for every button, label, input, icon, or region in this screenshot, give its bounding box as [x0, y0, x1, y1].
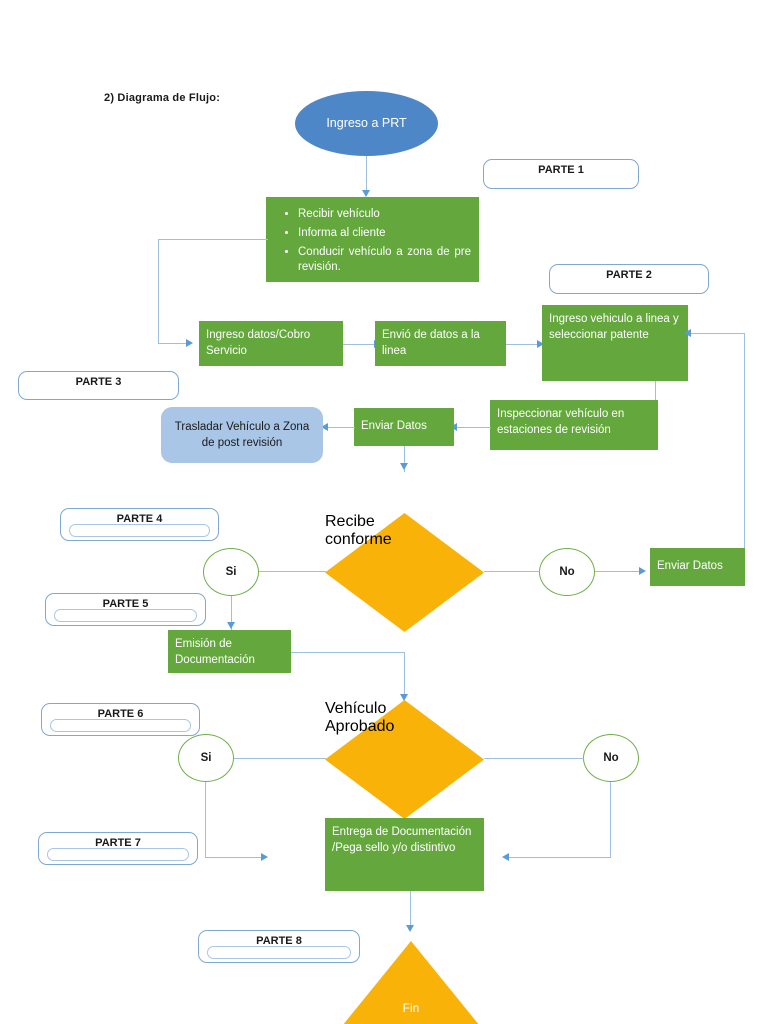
connector-enviar-datos-down	[404, 446, 406, 472]
node-emision-label: Emisión de Documentación	[175, 638, 255, 666]
arrowhead-down	[400, 463, 408, 470]
connector-decision2-to-no	[484, 758, 584, 760]
node-enviar-datos-1-label: Enviar Datos	[361, 420, 427, 433]
callout-parte-1[interactable]: PARTE 1	[483, 159, 639, 189]
node-envio-datos-linea[interactable]: Envió de datos a la linea	[375, 321, 506, 366]
node-fin-label: Fin	[402, 1001, 420, 1015]
connector-no-1-label: No	[559, 566, 575, 578]
arrowhead-down	[227, 622, 235, 629]
node-decision-vehiculo-aprobado[interactable]	[325, 700, 484, 819]
node-trasladar-vehiculo[interactable]: Trasladar Vehículo a Zona de post revisi…	[161, 407, 323, 463]
node-inspeccionar-vehiculo[interactable]: Inspeccionar vehículo en estaciones de r…	[490, 400, 658, 450]
connector-decision2-to-si	[234, 758, 326, 760]
node-enviar-datos-2-label: Enviar Datos	[657, 560, 723, 573]
connector-recepcion-left	[158, 239, 268, 241]
connector-no-1[interactable]: No	[539, 548, 595, 596]
node-recepcion-bullet-list: Recibir vehículo Informa al cliente Cond…	[274, 207, 471, 275]
connector-no2-down	[610, 782, 612, 858]
node-recepcion-bullet-1: Recibir vehículo	[298, 207, 471, 222]
node-start-label: Ingreso a PRT	[326, 115, 407, 130]
arrowhead-right	[186, 339, 193, 347]
callout-parte-3-label: PARTE 3	[75, 376, 122, 388]
connector-emision-down	[404, 652, 406, 701]
node-ingreso-vehiculo-label: Ingreso vehiculo a linea y seleccionar p…	[549, 313, 679, 341]
connector-si1-down	[231, 596, 233, 630]
connector-si-2[interactable]: Si	[178, 734, 234, 782]
connector-entrega-to-fin	[410, 891, 412, 929]
connector-no-2[interactable]: No	[583, 734, 639, 782]
node-emision-documentacion[interactable]: Emisión de Documentación	[168, 630, 291, 673]
node-ingreso-datos-label: Ingreso datos/Cobro Servicio	[206, 329, 311, 357]
node-entrega-documentacion[interactable]: Entrega de Documentación /Pega sello y/o…	[325, 818, 484, 891]
connector-emision-right	[291, 652, 405, 654]
callout-parte-3[interactable]: PARTE 3	[18, 371, 179, 400]
node-recepcion-bullet-2: Informa al cliente	[298, 226, 471, 241]
connector-feedback-vertical	[744, 333, 746, 548]
connector-si-2-label: Si	[200, 752, 212, 764]
arrowhead-left	[684, 329, 691, 337]
arrowhead-left	[502, 853, 509, 861]
callout-parte-7[interactable]: PARTE 7	[38, 832, 198, 865]
node-decision-recibe-conforme[interactable]	[325, 513, 484, 632]
node-entrega-label: Entrega de Documentación /Pega sello y/o…	[332, 826, 472, 854]
callout-parte-8[interactable]: PARTE 8	[198, 930, 360, 963]
connector-enviar-datos-to-trasladar	[326, 427, 355, 429]
callout-parte-2[interactable]: PARTE 2	[549, 264, 709, 294]
node-fin[interactable]: Fin	[338, 941, 484, 1024]
callout-parte-4-label: PARTE 4	[116, 513, 163, 525]
node-enviar-datos-2[interactable]: Enviar Datos	[650, 548, 745, 586]
callout-parte-4[interactable]: PARTE 4	[60, 508, 219, 541]
connector-si-1[interactable]: Si	[203, 548, 259, 596]
callout-parte-8-label: PARTE 8	[256, 935, 302, 947]
connector-decision1-to-si	[259, 571, 326, 573]
connector-no1-to-enviar-datos-2	[595, 571, 643, 573]
node-trasladar-label: Trasladar Vehículo a Zona de post revisi…	[174, 420, 310, 449]
node-recepcion-vehiculo[interactable]: Recibir vehículo Informa al cliente Cond…	[266, 197, 479, 282]
node-envio-datos-label: Envió de datos a la linea	[382, 328, 480, 357]
connector-no-2-label: No	[603, 752, 619, 764]
callout-parte-1-label: PARTE 1	[538, 164, 584, 176]
page-title: 2) Diagrama de Flujo:	[104, 92, 221, 104]
callout-parte-2-label: PARTE 2	[606, 269, 652, 281]
node-ingreso-vehiculo-linea[interactable]: Ingreso vehiculo a linea y seleccionar p…	[542, 305, 688, 381]
connector-si-1-label: Si	[225, 566, 237, 578]
callout-parte-5[interactable]: PARTE 5	[45, 593, 206, 626]
connector-si2-right	[205, 857, 265, 859]
node-ingreso-datos-cobro[interactable]: Ingreso datos/Cobro Servicio	[199, 321, 343, 366]
callout-parte-7-label: PARTE 7	[95, 837, 141, 849]
connector-recepcion-to-ingreso-datos	[158, 343, 190, 345]
callout-parte-6-label: PARTE 6	[97, 708, 144, 720]
arrowhead-down	[406, 925, 414, 932]
arrowhead-down	[362, 190, 370, 197]
connector-no2-left	[508, 857, 611, 859]
connector-inspeccionar-to-enviar-datos	[455, 427, 491, 429]
arrowhead-right	[537, 340, 544, 348]
connector-envio-to-ingreso-vehiculo	[506, 344, 542, 346]
callout-parte-6[interactable]: PARTE 6	[41, 703, 200, 736]
connector-recepcion-down	[158, 239, 160, 343]
arrowhead-down	[400, 694, 408, 701]
connector-decision1-to-no	[484, 571, 540, 573]
arrowhead-left	[321, 423, 328, 431]
callout-parte-5-label: PARTE 5	[102, 598, 149, 610]
node-enviar-datos-1[interactable]: Enviar Datos	[354, 408, 454, 446]
arrowhead-right	[261, 853, 268, 861]
arrowhead-right	[639, 567, 646, 575]
node-inspeccionar-label: Inspeccionar vehículo en estaciones de r…	[497, 408, 625, 436]
node-start-ingreso-prt[interactable]: Ingreso a PRT	[295, 91, 438, 156]
connector-feedback-into-linea	[690, 333, 745, 335]
connector-start-to-recepcion	[366, 156, 368, 192]
connector-si2-down	[205, 782, 207, 858]
node-recepcion-bullet-3: Conducir vehículo a zona de pre revisión…	[298, 245, 471, 275]
connector-ingreso-datos-to-envio	[343, 344, 379, 346]
